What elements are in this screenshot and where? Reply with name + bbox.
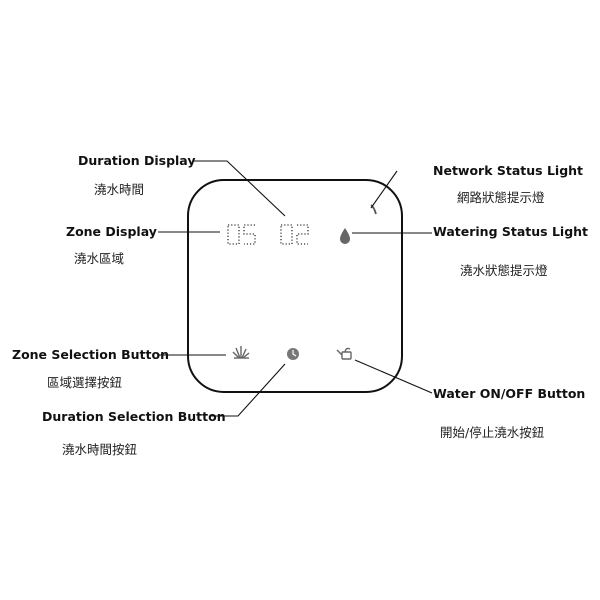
watering-status-light-label: Watering Status Light xyxy=(433,224,589,239)
leader-lines xyxy=(158,160,433,417)
wifi-arc-icon xyxy=(370,204,377,215)
clock-icon[interactable] xyxy=(287,348,299,360)
grass-icon[interactable] xyxy=(232,346,250,359)
network-status-light-label-zh: 網路狀態提示燈 xyxy=(457,190,545,205)
duration-display xyxy=(280,224,309,245)
controller-body xyxy=(187,179,403,393)
network-status-light-label: Network Status Light xyxy=(433,163,584,178)
zone-selection-button-label-zh: 區域選擇按鈕 xyxy=(47,375,123,390)
duration-selection-button-label: Duration Selection Button xyxy=(42,409,226,424)
water-onoff-button-label-zh: 開始/停止澆水按鈕 xyxy=(440,425,545,440)
duration-selection-button-label-zh: 澆水時間按鈕 xyxy=(62,442,138,457)
water-onoff-button-label: Water ON/OFF Button xyxy=(433,386,586,401)
zone-display-label-zh: 澆水區域 xyxy=(74,251,125,266)
watering-can-icon[interactable] xyxy=(336,347,352,360)
duration-display-label-zh: 澆水時間 xyxy=(94,182,145,197)
zone-display-label: Zone Display xyxy=(66,224,157,239)
watering-status-light-label-zh: 澆水狀態提示燈 xyxy=(460,263,548,278)
duration-display-label: Duration Display xyxy=(78,153,196,168)
zone-display xyxy=(227,224,256,245)
zone-selection-button-label: Zone Selection Button xyxy=(12,347,169,362)
water-drop-icon xyxy=(340,228,350,244)
